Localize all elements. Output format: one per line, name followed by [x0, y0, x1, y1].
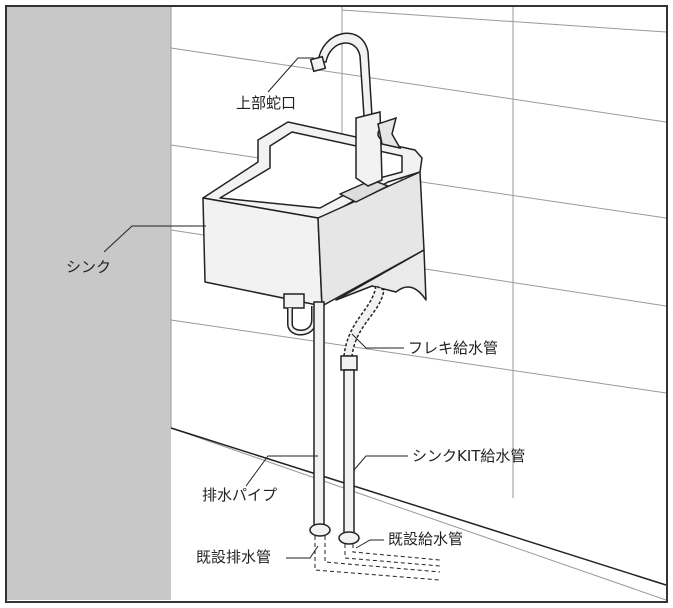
- drain-floor-flange: [309, 523, 331, 537]
- label-flex-supply-pipe: フレキ給水管: [408, 339, 499, 357]
- existing-pipes: [314, 536, 441, 581]
- leader-faucet: [267, 57, 314, 93]
- faucet-body: [355, 111, 383, 187]
- faucet: [309, 32, 402, 187]
- label-faucet: 上部蛇口: [236, 94, 297, 112]
- supply-pipes: [338, 284, 385, 545]
- leader-sink: [103, 225, 206, 253]
- faucet-mount: [339, 179, 389, 203]
- side-wall-shade: [7, 7, 171, 600]
- kit-supply-pipe: [343, 369, 355, 537]
- leader-kit: [353, 455, 408, 471]
- leader-existing-drain: [286, 545, 319, 559]
- sink-bracket: [335, 249, 427, 301]
- label-existing-drain-pipe: 既設排水管: [196, 548, 272, 566]
- label-sink: シンク: [66, 258, 112, 276]
- floor-line: [170, 427, 667, 586]
- leader-drain: [245, 455, 318, 487]
- label-drain-pipe: 排水パイプ: [202, 486, 278, 504]
- faucet-handle: [377, 116, 402, 150]
- supply-floor-flange: [338, 531, 360, 545]
- leader-flex: [351, 333, 404, 349]
- supply-nut: [340, 355, 358, 371]
- drain-pipe: [283, 293, 331, 537]
- label-existing-supply-pipe: 既設給水管: [388, 530, 464, 548]
- label-kit-supply-pipe: シンクKIT給水管: [412, 447, 526, 465]
- leader-lines: [103, 57, 408, 559]
- faucet-tip: [309, 55, 327, 73]
- leader-existing-supply: [355, 539, 384, 549]
